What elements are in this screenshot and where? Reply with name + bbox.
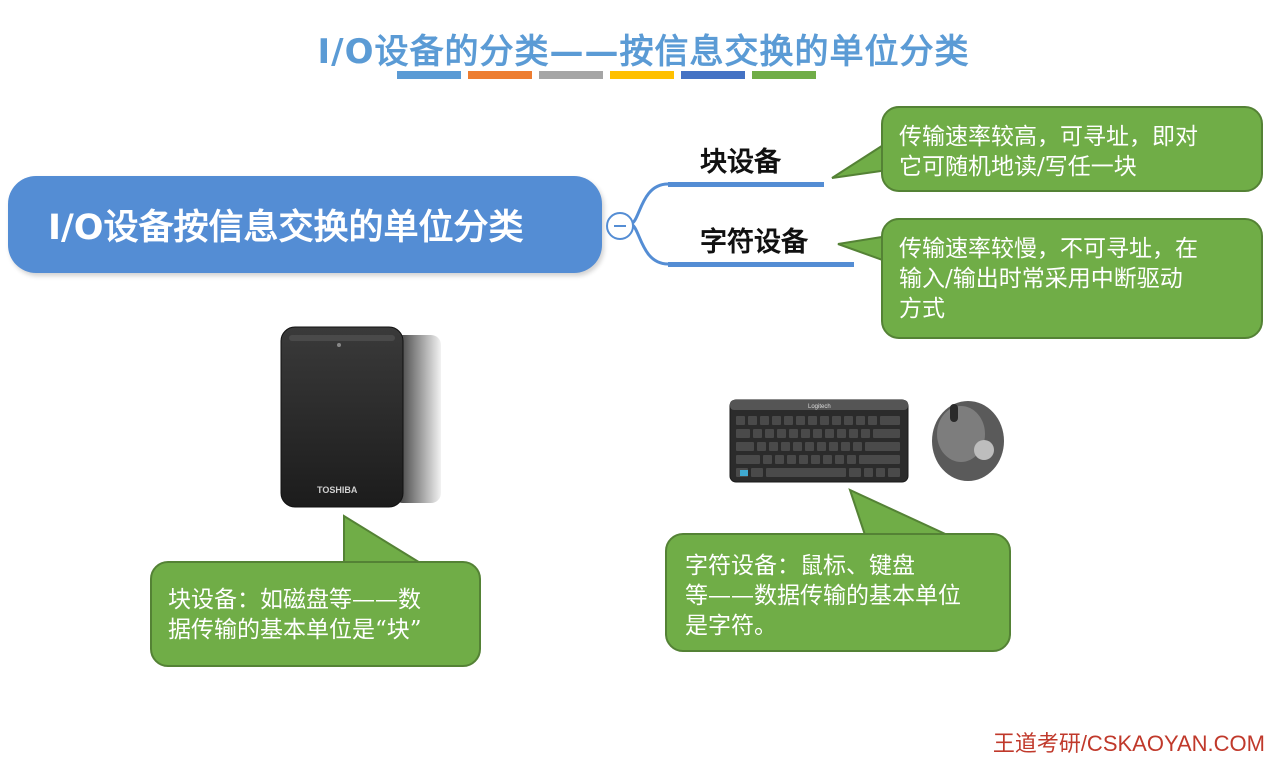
callout-line: 等——数据传输的基本单位 [685, 583, 961, 609]
callout-block-device-note: 传输速率较高，可寻址，即对 它可随机地读/写任一块 [881, 106, 1263, 192]
callout-char-device-example: 字符设备：鼠标、键盘 等——数据传输的基本单位 是字符。 [665, 533, 1011, 652]
mindmap-root-label: I/O设备按信息交换的单位分类 [48, 208, 524, 248]
title-stripe-4 [610, 71, 674, 79]
callout-line: 传输速率较高，可寻址，即对 [899, 124, 1198, 150]
callout-line: 块设备：如磁盘等——数 [168, 587, 421, 613]
keyboard-brand-text: Logitech [808, 404, 831, 410]
callout-block-device-example: 块设备：如磁盘等——数 据传输的基本单位是“块” [150, 561, 481, 667]
callout-line: 是字符。 [685, 613, 777, 639]
collapse-toggle-icon[interactable] [606, 212, 634, 240]
branch-underline-block [668, 182, 824, 187]
callout-line: 它可随机地读/写任一块 [899, 154, 1137, 180]
keyboard-mouse-image: Logitech [729, 399, 1004, 483]
callout-line: 方式 [899, 296, 945, 322]
callout-line: 输入/输出时常采用中断驱动 [899, 266, 1183, 292]
title-stripe-6 [752, 71, 816, 79]
branch-label-char-device[interactable]: 字符设备 [700, 227, 808, 258]
external-hard-drive-image: TOSHIBA [280, 326, 441, 508]
callout-pointer-block-example [343, 514, 426, 565]
branch-underline-char [668, 262, 854, 267]
title-stripe-3 [539, 71, 603, 79]
callout-line: 传输速率较慢，不可寻址，在 [899, 236, 1198, 262]
mindmap-root-node[interactable]: I/O设备按信息交换的单位分类 [8, 176, 602, 273]
title-stripe-2 [468, 71, 532, 79]
slide-title: I/O设备的分类——按信息交换的单位分类 [317, 32, 970, 72]
title-stripe-5 [681, 71, 745, 79]
hdd-brand-text: TOSHIBA [317, 485, 358, 495]
footer-watermark: 王道考研/CSKAOYAN.COM [992, 731, 1265, 756]
callout-line: 字符设备：鼠标、键盘 [685, 553, 915, 579]
callout-line: 据传输的基本单位是“块” [168, 617, 422, 643]
title-stripe-1 [397, 71, 461, 79]
callout-char-device-note: 传输速率较慢，不可寻址，在 输入/输出时常采用中断驱动 方式 [881, 218, 1263, 339]
branch-label-block-device[interactable]: 块设备 [700, 147, 781, 178]
